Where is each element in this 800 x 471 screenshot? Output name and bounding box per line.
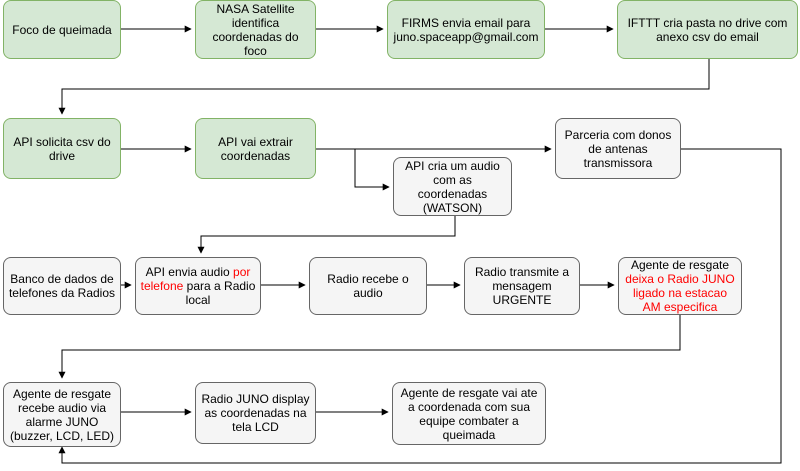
node-radio-juno-display: Radio JUNO display as coordenadas na tel… [195,382,316,444]
node-api-envia-audio: API envia audio por telefone para a Radi… [135,257,261,315]
node-radio-transmite: Radio transmite a mensagem URGENTE [464,257,580,315]
node-agente-deixa-radio: Agente de resgate deixa o Radio JUNO lig… [618,257,742,315]
api-envia-audio-text-3: para a Radio local [183,279,256,307]
node-agente-vai-coordenada: Agente de resgate vai ate a coordenada c… [392,382,546,445]
edge-n8-n10 [197,216,456,254]
agente-deixa-radio-text-1: Agente de resgate [630,258,730,272]
agente-deixa-radio-highlight: deixa o Radio JUNO ligado na estacao AM … [625,272,735,314]
node-ifttt-drive: IFTTT cria pasta no drive com anexo csv … [617,0,798,59]
edge-n4-n5 [58,59,710,115]
edge-n13-n14 [58,315,681,379]
node-nasa-satellite: NASA Satellite identifica coordenadas do… [195,0,316,59]
node-parceria-antenas: Parceria com donos de antenas transmisso… [555,118,681,179]
node-api-audio-watson: API cria um audio com as coordenadas (WA… [393,157,512,216]
node-api-solicita-csv: API solicita csv do drive [3,118,121,179]
node-radio-recebe-audio: Radio recebe o audio [309,257,427,315]
node-firms-email: FIRMS envia email para juno.spaceapp@gma… [387,0,545,59]
edge-n7-n14 [58,148,782,464]
node-foco-queimada: Foco de queimada [3,0,121,59]
api-envia-audio-text-1: API envia audio [145,265,234,279]
edge-n6-n8 [354,149,390,191]
node-banco-telefones: Banco de dados de telefones da Radios [3,257,121,315]
node-api-extrair-coordenadas: API vai extrair coordenadas [195,118,316,179]
node-agente-recebe-audio: Agente de resgate recebe audio via alarm… [3,382,121,447]
api-envia-audio-highlight: por telefone [140,265,251,293]
